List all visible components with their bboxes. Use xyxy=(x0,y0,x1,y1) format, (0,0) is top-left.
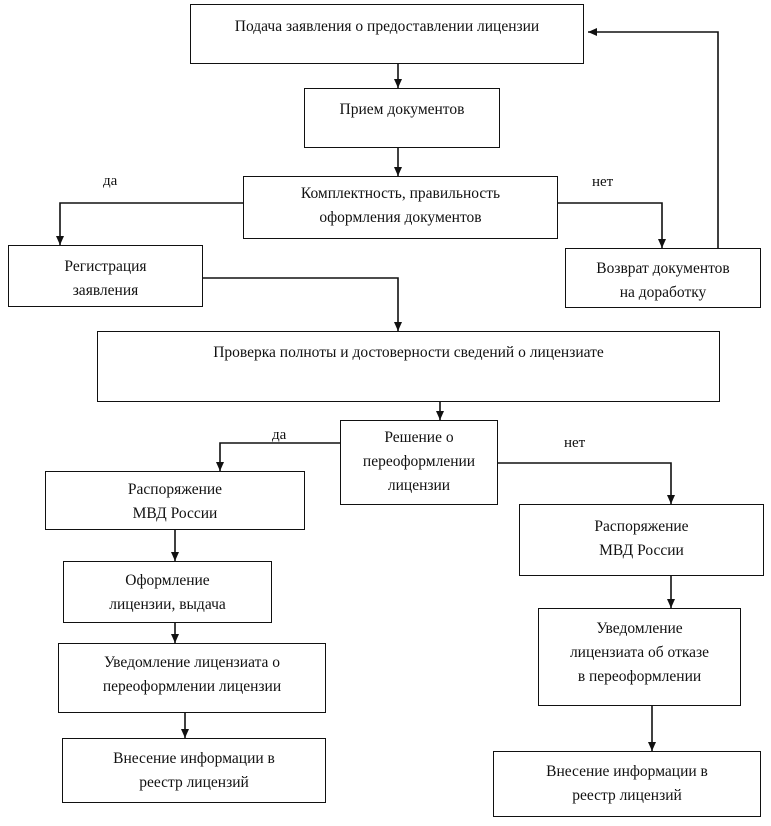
node-register: Регистрация заявления xyxy=(8,245,203,307)
node-issue-line-1: Оформление xyxy=(125,572,210,589)
node-apply: Подача заявления о предоставлении лиценз… xyxy=(190,4,584,64)
node-order-right: Распоряжение МВД России xyxy=(519,504,764,576)
node-apply-line-1: Подача заявления о предоставлении лиценз… xyxy=(234,18,540,35)
node-issue-line-2: лицензии, выдача xyxy=(109,596,226,613)
node-decision-line-3: лицензии xyxy=(387,477,451,494)
node-decision-line-1: Решение о xyxy=(384,429,454,446)
arrow-return-to-apply xyxy=(588,28,719,248)
label-yes-2: да xyxy=(272,427,287,443)
node-order-left-line-2: МВД России xyxy=(132,505,218,522)
node-registry-right: Внесение информации в реестр лицензий xyxy=(493,751,761,817)
node-check: Комплектность, правильность оформления д… xyxy=(243,176,558,239)
arrow-check-yes-to-register xyxy=(56,202,243,245)
node-receive-line-1: Прием документов xyxy=(339,101,465,118)
node-issue: Оформление лицензии, выдача xyxy=(63,561,272,623)
arrow-check-no-to-return xyxy=(558,202,666,248)
arrow-register-to-verify xyxy=(203,277,402,331)
node-return-line-1: Возврат документов xyxy=(596,260,730,277)
node-check-line-2: оформления документов xyxy=(319,209,482,226)
node-notify-left: Уведомление лицензиата о переоформлении … xyxy=(58,643,326,713)
node-return-line-2: на доработку xyxy=(619,284,707,301)
node-order-left-line-1: Распоряжение xyxy=(127,481,223,498)
node-registry-left-line-1: Внесение информации в xyxy=(113,750,275,767)
node-notify-left-line-1: Уведомление лицензиата о xyxy=(103,654,281,671)
node-registry-right-line-1: Внесение информации в xyxy=(546,763,708,780)
node-order-right-line-2: МВД России xyxy=(599,542,684,559)
node-notify-right: Уведомление лицензиата об отказе в перео… xyxy=(538,608,741,706)
node-order-left: Распоряжение МВД России xyxy=(45,471,305,530)
node-registry-left: Внесение информации в реестр лицензий xyxy=(62,738,326,803)
node-register-line-1: Регистрация xyxy=(64,258,147,275)
node-verify: Проверка полноты и достоверности сведени… xyxy=(97,331,720,402)
node-receive: Прием документов xyxy=(304,88,500,148)
node-notify-right-line-2: лицензиата об отказе xyxy=(569,644,710,661)
label-no-1: нет xyxy=(592,174,614,190)
node-register-line-2: заявления xyxy=(72,282,139,299)
label-yes-1: да xyxy=(103,173,118,189)
node-decision-line-2: переоформлении xyxy=(362,453,476,470)
node-registry-right-line-2: реестр лицензий xyxy=(572,787,682,804)
node-notify-right-line-3: в переоформлении xyxy=(577,668,702,685)
node-verify-line-1: Проверка полноты и достоверности сведени… xyxy=(213,344,604,361)
node-notify-right-line-1: Уведомление xyxy=(596,620,683,637)
arrow-decision-yes-to-order-left xyxy=(216,442,340,471)
label-no-2: нет xyxy=(564,435,586,451)
node-order-right-line-1: Распоряжение xyxy=(594,518,689,535)
node-registry-left-line-2: реестр лицензий xyxy=(139,774,249,791)
node-decision: Решение о переоформлении лицензии xyxy=(340,420,498,505)
node-notify-left-line-2: переоформлении лицензии xyxy=(102,678,282,695)
arrow-decision-no-to-order-right xyxy=(498,462,675,504)
node-return: Возврат документов на доработку xyxy=(565,248,761,308)
node-check-line-1: Комплектность, правильность xyxy=(300,185,501,202)
